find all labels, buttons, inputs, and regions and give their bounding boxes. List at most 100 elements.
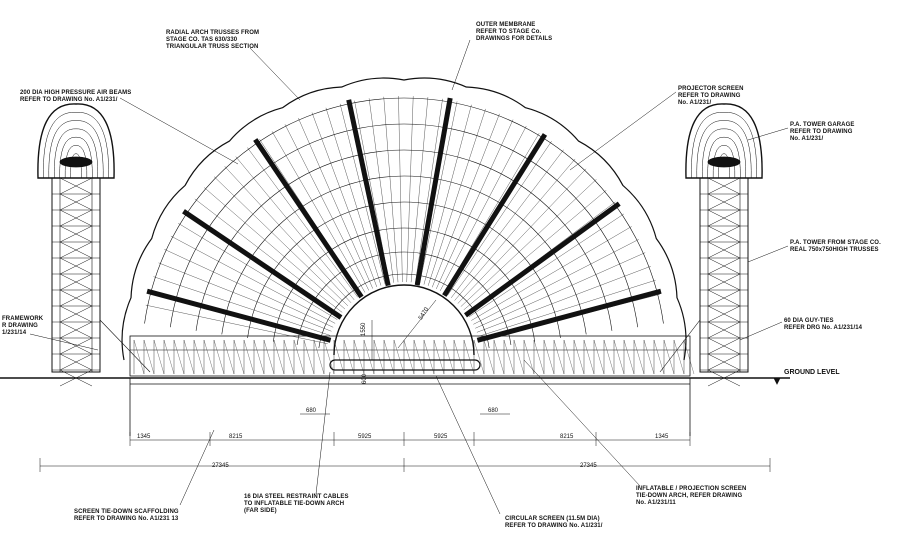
membrane-rib	[149, 290, 329, 340]
frame-brace	[323, 339, 335, 375]
radial-truss	[464, 201, 621, 318]
left-tower-brace	[59, 241, 93, 259]
frame-brace	[623, 339, 635, 375]
dim-600: 600	[362, 373, 368, 384]
radial-truss	[442, 133, 548, 297]
frame-brace	[483, 339, 495, 375]
frame-brace	[273, 339, 285, 375]
leader-line	[739, 321, 783, 341]
membrane-rib	[383, 96, 399, 283]
frame-brace	[363, 339, 375, 375]
membrane-ring	[169, 123, 639, 328]
left-tower-dome-core	[59, 156, 93, 168]
frame-brace	[433, 339, 445, 375]
membrane-ring	[318, 273, 490, 349]
membrane-ring	[296, 251, 512, 346]
left-tower-brace	[59, 177, 93, 195]
frame-brace	[533, 339, 545, 375]
label-ground-level: GROUND LEVEL	[784, 369, 840, 376]
guy-tie	[99, 319, 151, 373]
radial-truss	[414, 97, 453, 286]
frame-brace	[293, 339, 305, 375]
left-tower-brace	[59, 209, 93, 227]
leader-line	[249, 47, 301, 101]
membrane-rib	[463, 190, 607, 310]
frame-brace	[543, 339, 555, 375]
frame-brace	[153, 339, 165, 375]
frame-brace	[213, 339, 225, 375]
membrane-rib	[439, 125, 527, 291]
frame-brace	[203, 339, 215, 375]
membrane-rib	[423, 104, 472, 285]
radial-truss	[476, 288, 662, 343]
left-tower-brace	[59, 289, 93, 307]
membrane-rib	[447, 141, 552, 296]
frame-brace	[163, 339, 175, 375]
membrane-rib	[415, 98, 443, 283]
frame-brace	[263, 339, 275, 375]
membrane-rib	[325, 107, 382, 286]
frame-brace	[643, 339, 655, 375]
right-tower-brace	[707, 225, 741, 243]
right-tower-brace	[707, 337, 741, 355]
membrane-rib	[224, 166, 352, 303]
frame-brace	[443, 339, 455, 375]
membrane-rib	[473, 239, 639, 325]
frame-brace	[493, 339, 505, 375]
right-tower-dome-rib	[691, 112, 757, 179]
dim-8215-left: 8215	[229, 434, 243, 440]
leader-line	[569, 91, 677, 171]
membrane-rib	[436, 119, 514, 290]
membrane-rib	[298, 118, 373, 289]
frame-brace	[613, 339, 625, 375]
membrane-rib	[158, 262, 332, 332]
leader-line	[179, 429, 215, 506]
membrane-rib	[186, 210, 340, 317]
membrane-rib	[406, 96, 414, 283]
right-tower-brace	[707, 257, 741, 275]
membrane-rib	[410, 97, 429, 283]
membrane-rib	[457, 168, 587, 304]
membrane-rib	[479, 294, 660, 341]
frame-brace	[253, 339, 265, 375]
frame-brace	[423, 339, 435, 375]
right-tower-brace	[707, 193, 741, 211]
membrane-rib	[284, 124, 369, 291]
frame-brace	[193, 339, 205, 375]
frame-brace	[313, 339, 325, 375]
radial-truss	[253, 138, 364, 299]
frame-brace	[283, 339, 295, 375]
right-tower-brace	[707, 289, 741, 307]
leader-line	[747, 245, 789, 263]
membrane-rib	[145, 304, 328, 344]
membrane-rib	[398, 96, 403, 283]
leader-line	[435, 375, 501, 515]
label-pa-tower-stage: P.A. TOWER FROM STAGE CO.REAL 750x750HIG…	[790, 240, 881, 253]
dim-8215-right: 8215	[560, 434, 574, 440]
dim-1550: 1550	[361, 322, 367, 336]
right-tower-brace	[707, 353, 741, 371]
circular-screen-base	[329, 359, 481, 371]
membrane-ring	[221, 175, 587, 335]
left-tower-brace	[59, 353, 93, 371]
right-tower-dome-core	[707, 156, 741, 168]
frame-brace	[343, 339, 355, 375]
membrane-rib	[259, 138, 362, 295]
frame-brace	[393, 339, 405, 375]
frame-brace	[133, 339, 145, 375]
right-tower-brace	[707, 209, 741, 227]
membrane-rib	[204, 187, 346, 310]
frame-brace	[413, 339, 425, 375]
right-tower-brace	[707, 241, 741, 259]
membrane-rib	[478, 280, 656, 337]
frame-brace	[373, 339, 385, 375]
left-tower-brace	[59, 337, 93, 355]
left-tower-brace	[59, 305, 93, 323]
membrane-rib	[475, 252, 646, 329]
leader-line	[451, 39, 471, 91]
